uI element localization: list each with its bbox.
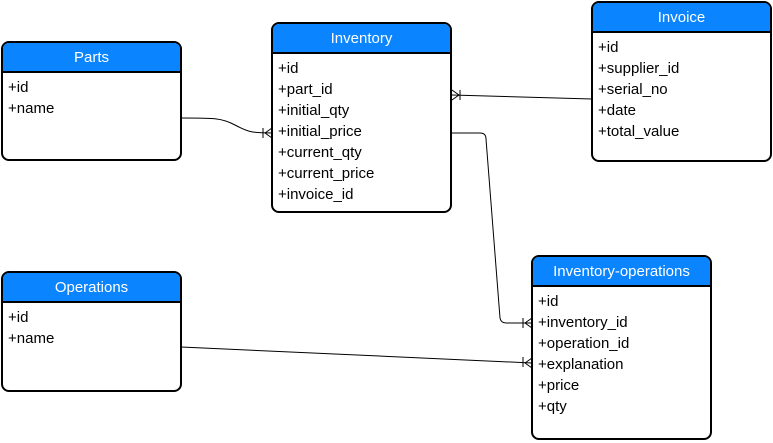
field-list: +id +inventory_id +operation_id +explana… (533, 287, 710, 417)
field-row: +id (8, 309, 29, 326)
entity-title: Parts (3, 43, 180, 73)
connector-inventory-inventoryoperations (452, 132, 533, 329)
connector-invoice-inventory (451, 89, 593, 101)
entity-parts[interactable]: Parts +id +name (1, 41, 182, 161)
connector-operations-inventoryoperations (180, 346, 533, 369)
entity-title: Inventory (273, 24, 450, 54)
connector-parts-inventory (180, 117, 273, 139)
field-row: +price (538, 377, 580, 394)
field-row: +initial_qty (278, 102, 350, 119)
field-row: +id (278, 60, 299, 77)
field-list: +id +supplier_id +serial_no +date +total… (593, 33, 770, 142)
entity-invoice[interactable]: Invoice +id +supplier_id +serial_no +dat… (591, 1, 772, 162)
field-row: +operation_id (538, 335, 630, 352)
entity-title: Invoice (593, 3, 770, 33)
field-row: +invoice_id (278, 186, 354, 203)
field-row: +id (8, 79, 29, 96)
field-row: +serial_no (598, 81, 668, 98)
field-row: +supplier_id (598, 60, 680, 77)
entity-title: Operations (3, 273, 180, 303)
entity-operations[interactable]: Operations +id +name (1, 271, 182, 392)
field-list: +id +part_id +initial_qty +initial_price… (273, 54, 450, 205)
field-row: +current_price (278, 165, 375, 182)
entity-title: Inventory-operations (533, 257, 710, 287)
entity-inventory[interactable]: Inventory +id +part_id +initial_qty +ini… (271, 22, 452, 213)
field-row: +qty (538, 398, 567, 415)
field-row: +id (598, 39, 619, 56)
field-row: +total_value (598, 123, 680, 140)
field-row: +inventory_id (538, 314, 628, 331)
field-row: +current_qty (278, 144, 362, 161)
field-row: +initial_price (278, 123, 362, 140)
field-row: +name (8, 100, 55, 117)
field-list: +id +name (3, 303, 180, 349)
field-row: +part_id (278, 81, 333, 98)
field-row: +explanation (538, 356, 624, 373)
field-row: +id (538, 293, 559, 310)
field-row: +date (598, 102, 636, 119)
field-list: +id +name (3, 73, 180, 119)
field-row: +name (8, 330, 55, 347)
entity-inventory-operations[interactable]: Inventory-operations +id +inventory_id +… (531, 255, 712, 440)
